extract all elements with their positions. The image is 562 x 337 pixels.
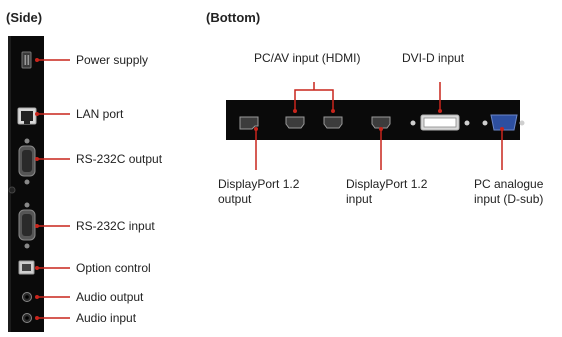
rs232c-output-connector (18, 138, 36, 185)
dp-input-label-line2: input (346, 192, 373, 206)
audio-output-jack (22, 292, 32, 302)
dp-input-label-line1: DisplayPort 1.2 (346, 177, 428, 191)
side-panel-edge (8, 36, 11, 332)
audio-input-label: Audio input (76, 311, 137, 325)
vga-label-line2: input (D-sub) (474, 192, 543, 206)
vga-dsub-connector (482, 114, 525, 131)
displayport-output-connector (239, 116, 259, 130)
rs232c-input-connector (18, 202, 36, 249)
bottom-title: (Bottom) (206, 10, 260, 25)
rs232c-input-label: RS-232C input (76, 219, 155, 233)
dp-output-label-line2: output (218, 192, 252, 206)
audio-input-jack (22, 313, 32, 323)
lan-port-label: LAN port (76, 107, 124, 121)
power-supply-label: Power supply (76, 53, 148, 67)
audio-output-label: Audio output (76, 290, 144, 304)
option-control-label: Option control (76, 261, 151, 275)
hdmi-connector-3 (371, 116, 391, 129)
hdmi-label: PC/AV input (HDMI) (254, 51, 360, 65)
hdmi-connector-2 (323, 116, 343, 129)
vga-label-line1: PC analogue (474, 177, 544, 191)
side-title: (Side) (6, 10, 42, 25)
panel-stud (8, 186, 16, 194)
dp-output-label-line1: DisplayPort 1.2 (218, 177, 300, 191)
lan-port-connector (17, 107, 37, 125)
dvi-d-connector (410, 114, 470, 131)
power-supply-connector (21, 51, 32, 69)
rs232c-output-label: RS-232C output (76, 152, 163, 166)
dvi-d-label: DVI-D input (402, 51, 465, 65)
hdmi-connector-1 (285, 116, 305, 129)
option-control-connector (18, 260, 35, 275)
